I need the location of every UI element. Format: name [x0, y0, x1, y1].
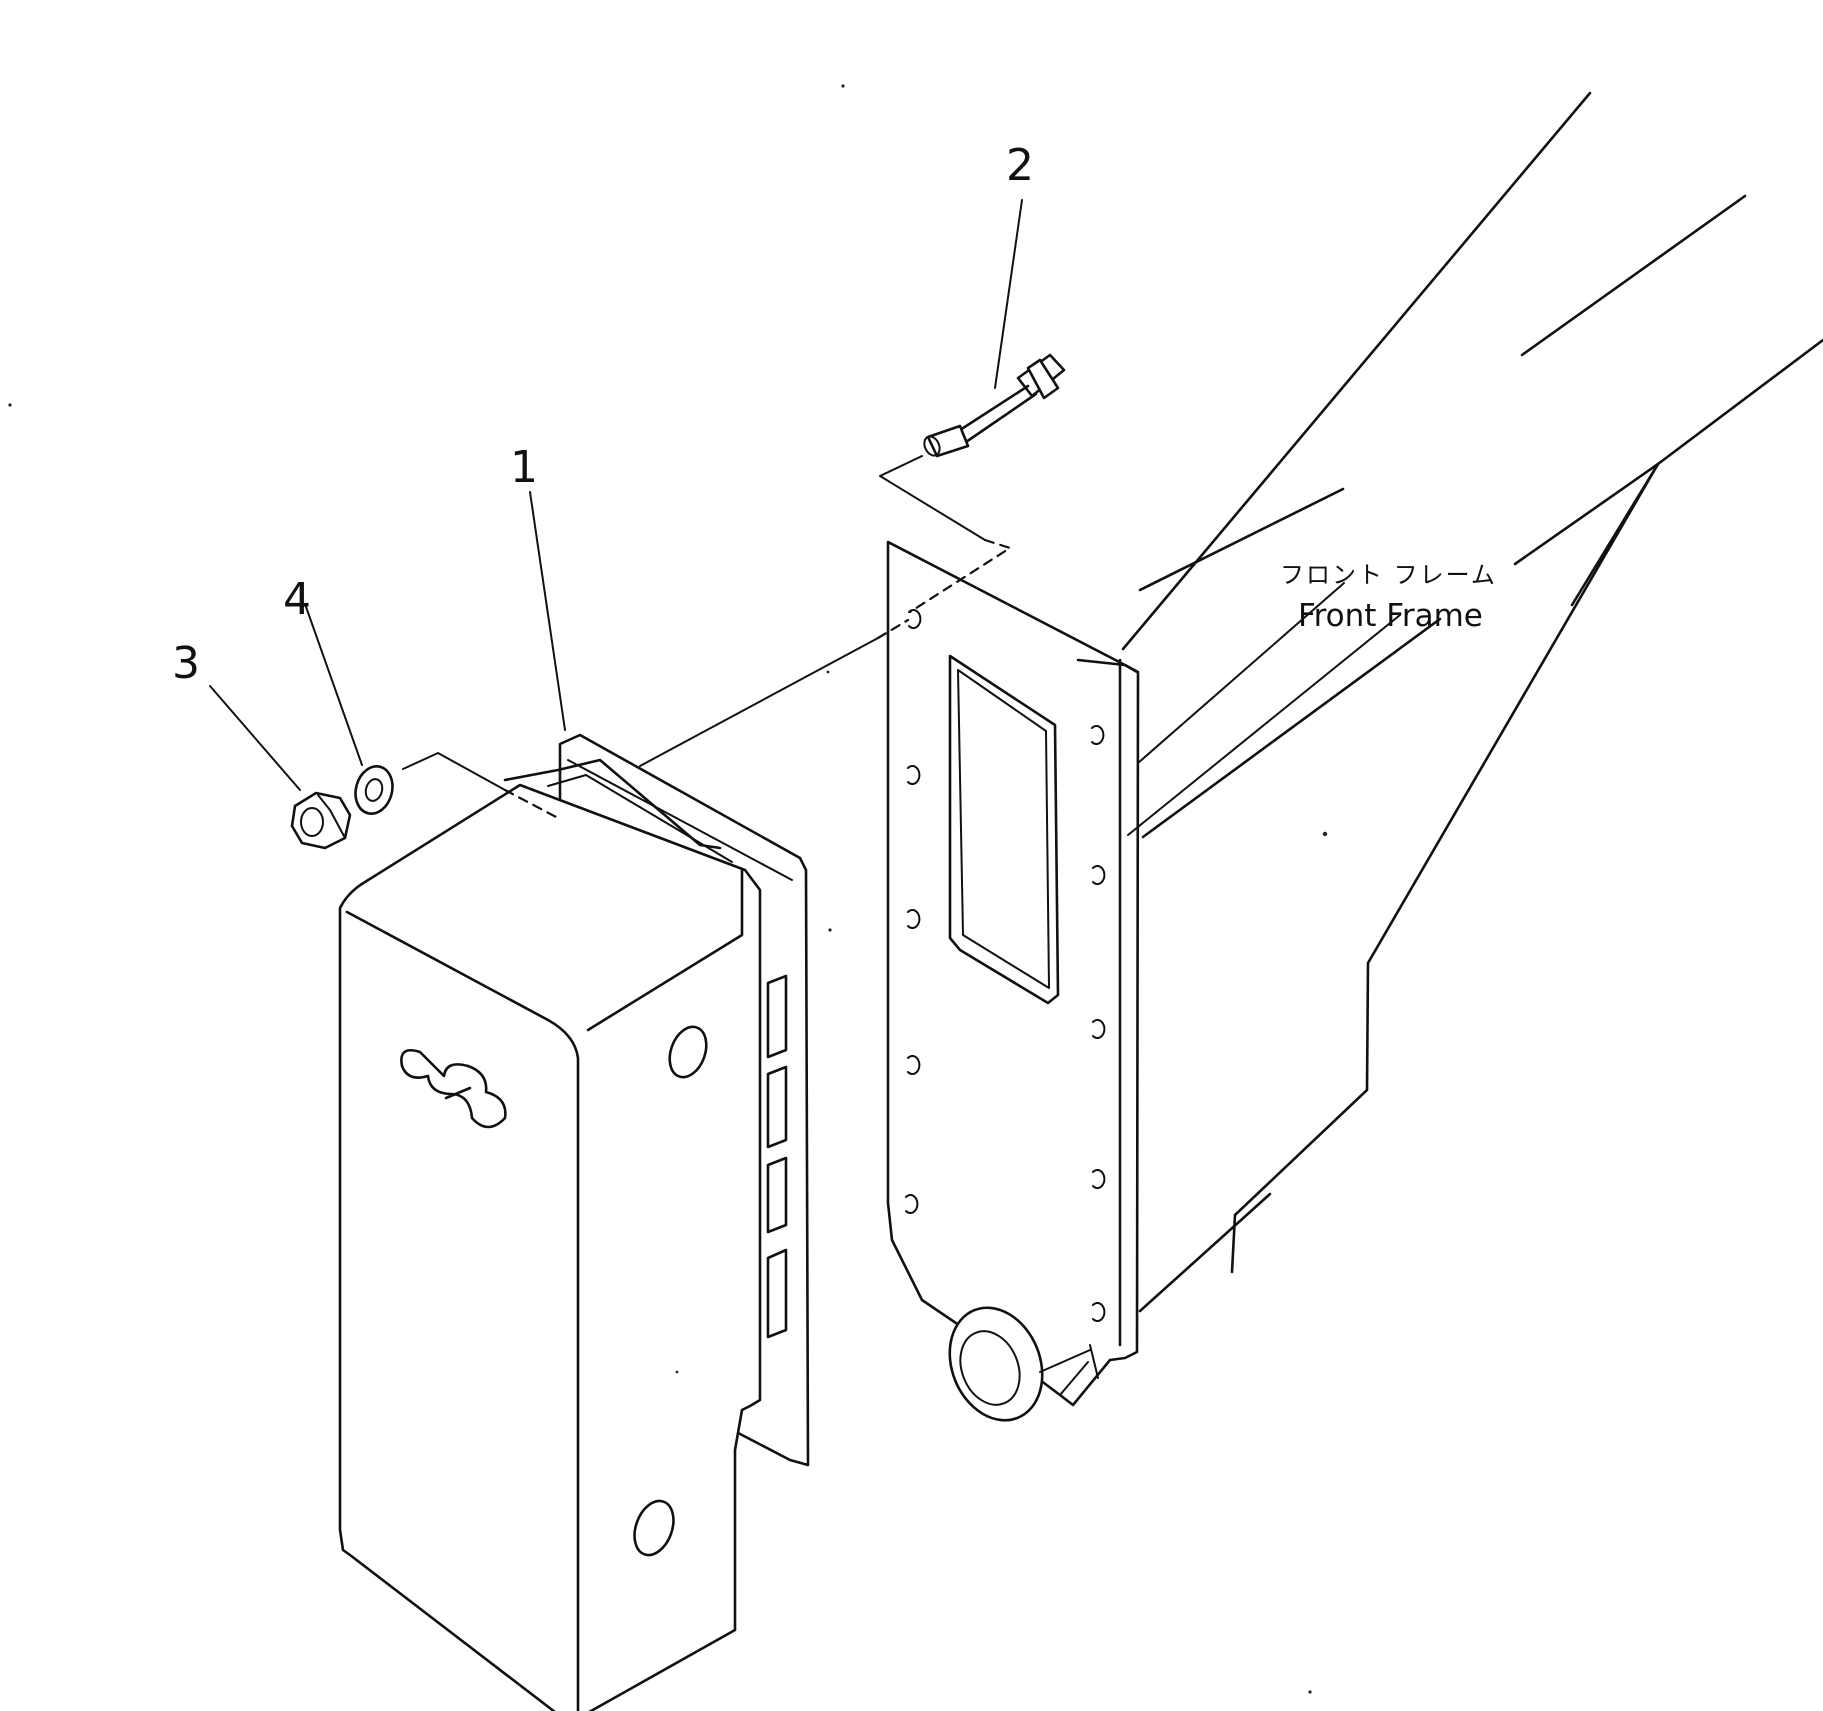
nut: [290, 791, 352, 850]
frame-label-english: Front Frame: [1298, 598, 1483, 634]
pin-boss: [948, 1306, 1091, 1422]
washer: [354, 765, 394, 815]
callout-4: 4: [283, 574, 311, 625]
callout-leaders: [209, 199, 1401, 836]
scan-specks: [8, 84, 1328, 1694]
callout-2: 2: [1006, 140, 1034, 191]
assembly-lines: [402, 455, 1013, 820]
logo-emblem: [400, 1048, 507, 1129]
frame-label-japanese: フロント フレーム: [1280, 561, 1497, 589]
front-frame: [1121, 91, 1823, 1313]
cover-slots: [766, 974, 788, 1339]
mounting-plate: [886, 540, 1140, 1422]
callout-3: 3: [172, 638, 200, 689]
callout-1: 1: [510, 442, 538, 493]
plate-bolt-holes: [905, 609, 1106, 1322]
bolt: [923, 353, 1066, 458]
guard-cover: [338, 733, 810, 1711]
